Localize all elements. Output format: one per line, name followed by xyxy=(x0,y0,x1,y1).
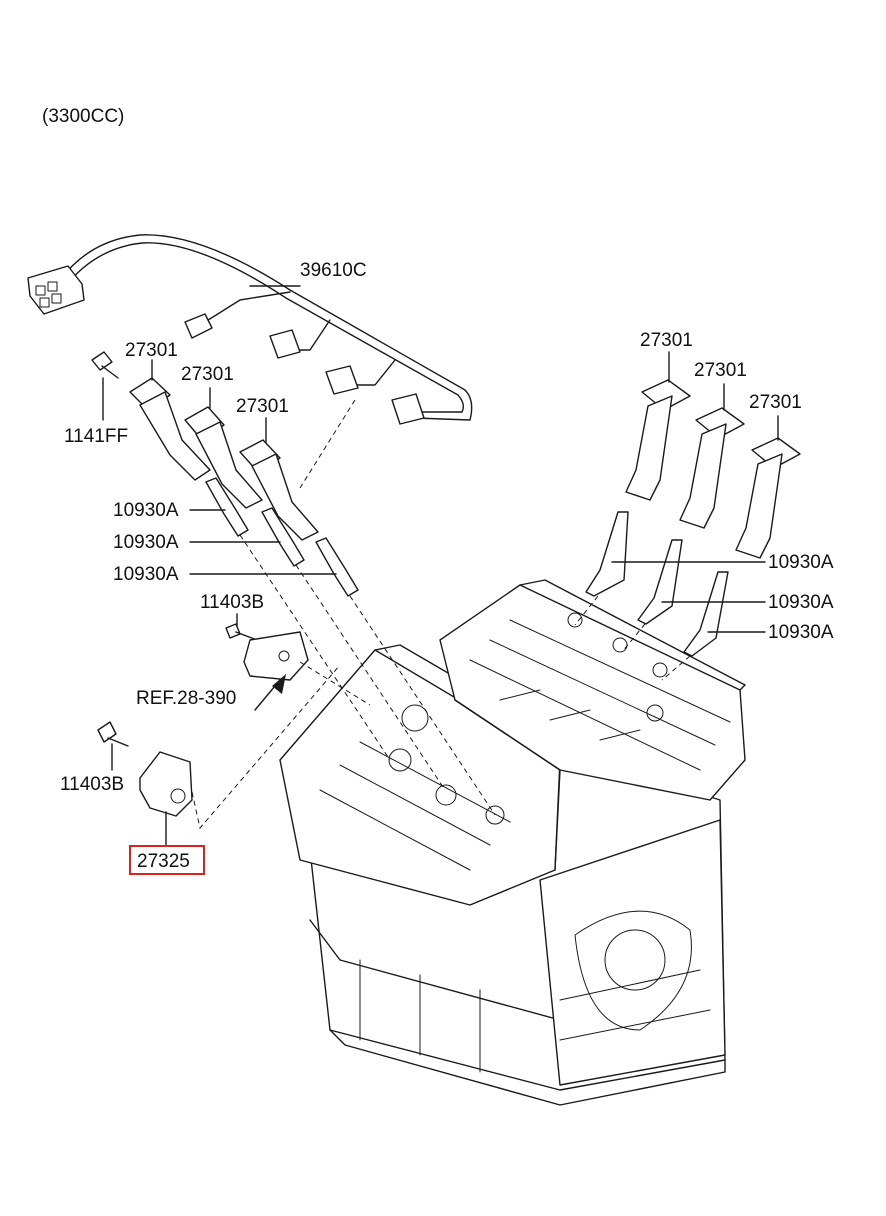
harness-connector-5 xyxy=(391,393,425,425)
ignition-coil-right-1 xyxy=(625,379,691,501)
label-plug-right-3: 10930A xyxy=(768,622,834,643)
label-harness: 39610C xyxy=(300,260,367,281)
engine-block xyxy=(279,579,746,1106)
label-plug-right-2: 10930A xyxy=(768,592,834,613)
label-plug-left-1: 10930A xyxy=(113,500,179,521)
knock-sensor xyxy=(139,751,193,817)
bolt-11403b-sensor xyxy=(97,721,129,747)
label-coil-left-3: 27301 xyxy=(236,396,289,417)
label-bolt-bracket: 11403B xyxy=(200,592,264,613)
label-coil-left-2: 27301 xyxy=(181,364,234,385)
label-coil-right-1: 27301 xyxy=(640,330,693,351)
spark-plug-left-1 xyxy=(205,477,249,537)
leader-lines xyxy=(102,285,779,847)
engine-caption: (3300CC) xyxy=(42,106,124,127)
labels: (3300CC) 39610C 27301 27301 27301 27301 … xyxy=(42,106,834,875)
harness-connector-4 xyxy=(325,365,359,395)
reference-lines xyxy=(191,399,691,830)
ignition-coil-left-3 xyxy=(239,439,319,541)
label-plug-left-2: 10930A xyxy=(113,532,179,553)
spark-plug-right-1 xyxy=(585,511,629,597)
label-plug-right-1: 10930A xyxy=(768,552,834,573)
label-coil-right-2: 27301 xyxy=(694,360,747,381)
label-coil-left-1: 27301 xyxy=(125,340,178,361)
harness-connector-3 xyxy=(269,329,301,359)
ignition-coil-right-2 xyxy=(679,407,745,529)
spark-plug-right-2 xyxy=(637,539,683,625)
harness-connector-2 xyxy=(184,313,213,339)
bracket-ref-28-390 xyxy=(243,631,309,681)
ignition-coil-left-1 xyxy=(129,377,211,481)
label-knock-sensor: 27325 xyxy=(137,851,190,872)
ignition-coil-right-3 xyxy=(735,437,801,559)
spark-plug-left-3 xyxy=(315,537,359,597)
label-bolt-sensor: 11403B xyxy=(60,774,124,795)
label-coil-right-3: 27301 xyxy=(749,392,802,413)
bolt-1141ff xyxy=(91,351,119,379)
spark-plug-left-2 xyxy=(261,507,305,567)
knock-sensor-highlight-box xyxy=(129,845,205,875)
wiring-harness xyxy=(27,234,473,425)
ignition-coil-left-2 xyxy=(184,406,263,509)
harness-connector-main xyxy=(27,265,85,315)
label-bolt-coil: 1141FF xyxy=(64,426,128,447)
label-ref-bracket: REF.28-390 xyxy=(136,688,236,709)
label-plug-left-3: 10930A xyxy=(113,564,179,585)
spark-plug-right-3 xyxy=(683,571,729,657)
